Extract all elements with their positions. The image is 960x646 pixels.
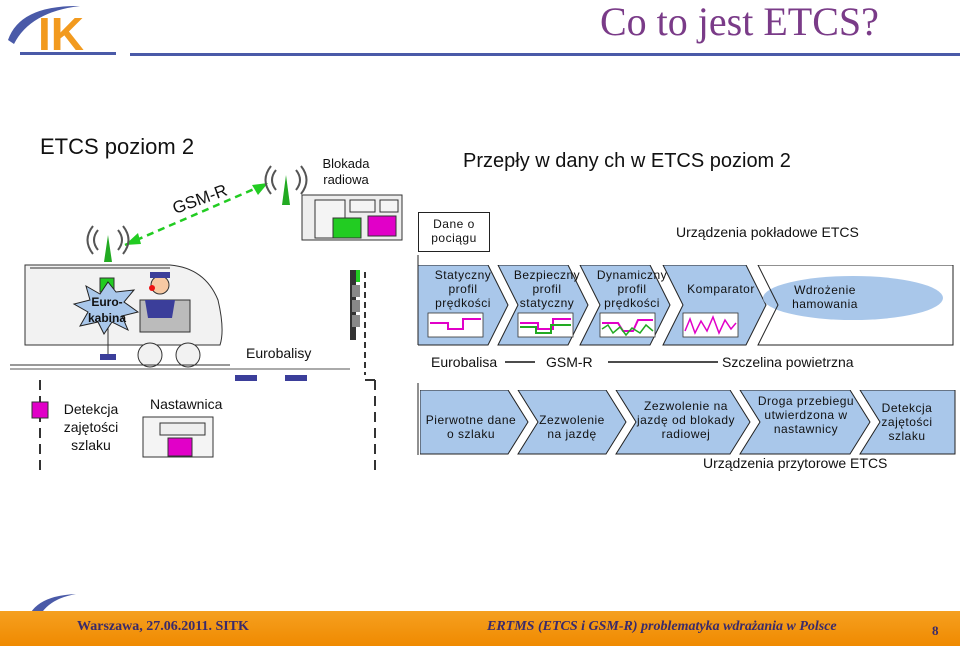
footer-bar: Warszawa, 27.06.2011. SITK ERTMS (ETCS i… <box>0 611 960 646</box>
footer-center: ERTMS (ETCS i GSM-R) problematyka wdraża… <box>487 619 837 634</box>
trackside-label: Urządzenia przytorowe ETCS <box>703 455 888 471</box>
signal-post <box>350 270 366 375</box>
onboard-label: Urządzenia pokładowe ETCS <box>676 224 859 240</box>
route-locked-chevron <box>739 390 871 455</box>
braking-ellipse <box>763 276 943 320</box>
title-rule <box>130 53 960 56</box>
track-detection-marker <box>31 401 49 419</box>
train-antenna-icon <box>86 225 130 262</box>
track-occupancy-chevron <box>859 390 956 455</box>
braking-chevron <box>757 265 954 346</box>
track-detection-label: Detekcja zajętości szlaku <box>63 401 119 453</box>
trackside-label-3: Zezwolenie na jazdę od blokady radiowej <box>636 399 736 441</box>
trackside-label-1: Pierwotne dane o szlaku <box>425 413 517 441</box>
trackside-chevrons <box>420 390 956 455</box>
train-data-label: Dane o pociągu <box>431 217 477 245</box>
eurobalise-1 <box>235 375 257 381</box>
eurocab-label-1: Euro- <box>91 295 122 309</box>
interface-gsmr: GSM-R <box>546 354 593 370</box>
etcs-diagram: Euro- kabina <box>10 165 718 470</box>
train-data-box: Dane o pociągu <box>418 212 490 252</box>
trackside-data-chevron <box>420 390 529 455</box>
profile-label-safe: Bezpieczny profil statyczny <box>513 268 581 310</box>
ik-logo-graphic: IK <box>8 5 116 60</box>
trackside-label-2: Zezwolenie na jazdę <box>539 413 605 441</box>
eurocab-starburst <box>72 281 140 335</box>
profile-label-dynamic: Dynamiczny profil prędkości <box>596 268 668 310</box>
safe-profile-plot <box>517 312 574 338</box>
trackside-label-5: Detekcja zajętości szlaku <box>881 401 933 443</box>
profile-label-comparator: Komparator <box>687 282 755 296</box>
rbc-building <box>301 194 403 241</box>
footer-page-number: 8 <box>932 623 939 638</box>
train-graphic <box>10 264 230 368</box>
profile-label-static: Statyczny profil prędkości <box>434 268 492 310</box>
static-profile-plot <box>427 312 484 338</box>
interlocking-label: Nastawnica <box>150 396 223 412</box>
movement-authority-chevron <box>517 390 627 455</box>
profile-chevrons <box>418 265 954 346</box>
rbc-authority-chevron <box>615 390 751 455</box>
level-label: ETCS poziom 2 <box>40 134 195 159</box>
eurobalises-label: Eurobalisy <box>246 345 312 361</box>
gsmr-link-line <box>124 181 269 247</box>
flow-title: Przepły w dany ch w ETCS poziom 2 <box>463 150 791 172</box>
rbc-label: Blokada radiowa <box>322 156 370 187</box>
interlocking-building <box>142 416 214 458</box>
logo-text: IK <box>38 8 84 60</box>
trackside-label-4: Droga przebiegu utwierdzona w nastawnicy <box>757 394 855 436</box>
rbc-antenna-icon <box>264 165 308 205</box>
profile-label-braking: Wdrożenie hamowania <box>792 283 858 311</box>
eurobalise-2 <box>285 375 307 381</box>
eurocab-label-2: kabina <box>88 311 126 325</box>
driver-icon <box>145 272 175 318</box>
ik-logo: IK <box>0 0 130 60</box>
page-title: Co to jest ETCS? <box>600 0 879 44</box>
footer-left: Warszawa, 27.06.2011. SITK <box>77 619 249 634</box>
interface-eurobalise: Eurobalisa <box>431 354 498 370</box>
comparator-plot <box>682 312 739 338</box>
interface-airgap: Szczelina powietrzna <box>722 354 854 370</box>
gsmr-arrow-right <box>252 183 268 195</box>
dynamic-profile-plot <box>599 312 656 338</box>
